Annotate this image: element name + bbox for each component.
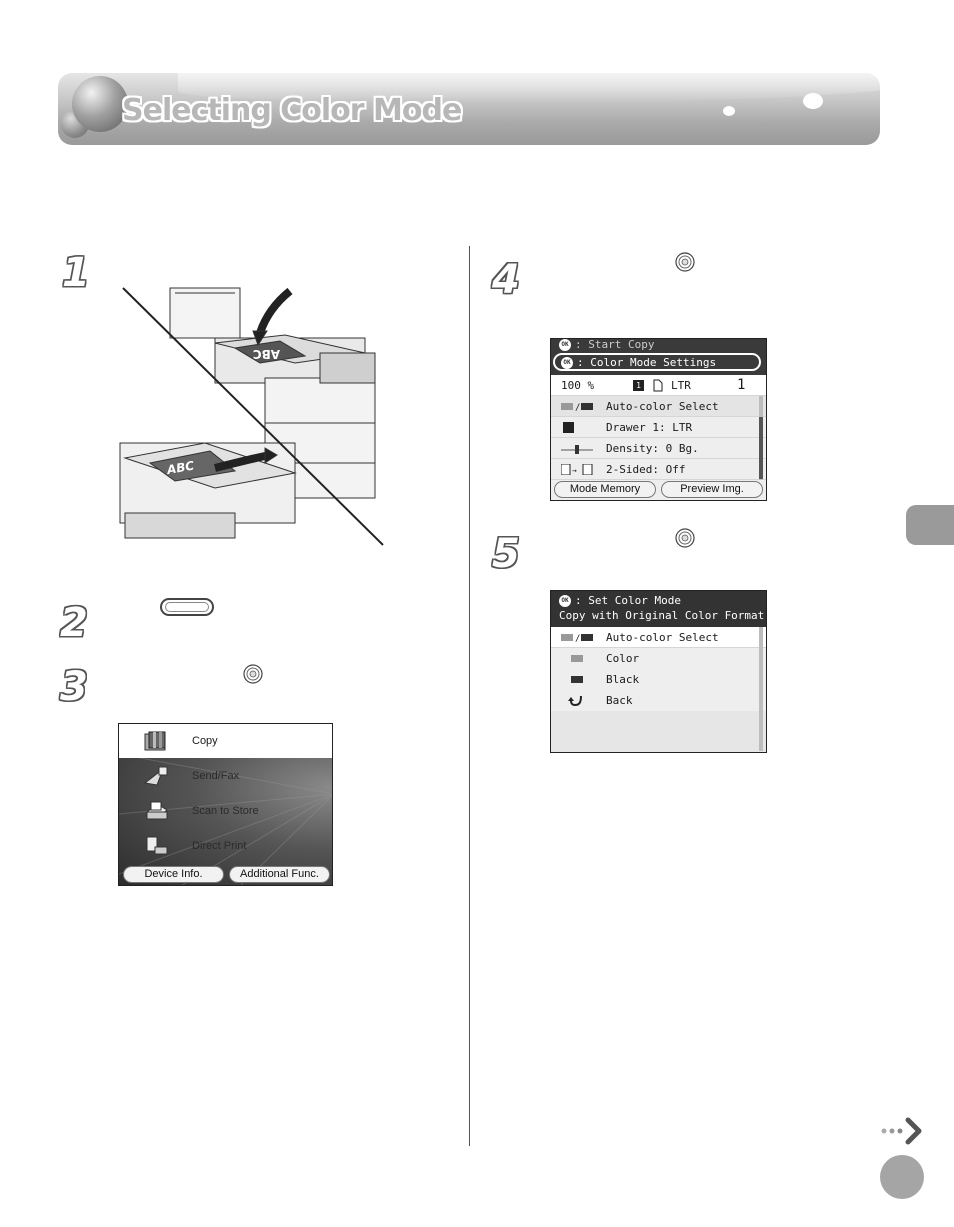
- svg-text:/: /: [575, 634, 580, 643]
- document-placement-illustration: ABC ABC: [119, 287, 384, 546]
- paper-icon: [653, 379, 663, 392]
- color-icon: [571, 655, 583, 662]
- color-mode-screen: OK : Set Color Mode Copy with Original Co…: [550, 590, 767, 753]
- svg-text:/: /: [575, 403, 580, 412]
- copy-count: 1: [737, 377, 746, 393]
- option-label: Auto-color Select: [606, 631, 719, 644]
- start-copy-label: : Start Copy: [575, 338, 655, 351]
- status-row: 100 % 1 LTR 1: [551, 375, 766, 396]
- setting-row[interactable]: Density: 0 Bg.: [551, 438, 766, 459]
- screen-fill: [551, 711, 766, 752]
- setting-label: Drawer 1: LTR: [606, 421, 693, 434]
- scrollbar-thumb[interactable]: [759, 417, 763, 479]
- back-arrow-icon: [568, 695, 582, 706]
- send-fax-icon: [143, 766, 168, 786]
- menu-item-direct-print[interactable]: Direct Print: [119, 829, 332, 863]
- option-label: Black: [606, 673, 640, 686]
- two-sided-icon: →: [561, 464, 593, 475]
- column-divider: [469, 246, 470, 1146]
- color-mode-description: Copy with Original Color Format: [559, 609, 765, 622]
- menu-item-label: Copy: [192, 735, 218, 747]
- step-number: 2: [60, 600, 88, 646]
- setting-row[interactable]: → 2-Sided: Off: [551, 459, 766, 480]
- scan-to-store-icon: [146, 801, 168, 820]
- main-menu-screen: Copy Send/Fax Scan to Store Direct Print…: [118, 723, 333, 886]
- start-copy-hint: OK : Start Copy: [559, 338, 655, 351]
- set-color-mode-label: : Set Color Mode: [575, 594, 681, 607]
- color-mode-icon: /: [561, 403, 593, 412]
- color-mode-header: OK : Set Color Mode Copy with Original Co…: [551, 591, 766, 627]
- step-number: 4: [492, 257, 520, 303]
- setting-row[interactable]: Drawer 1: LTR: [551, 417, 766, 438]
- title-sheen: [178, 73, 880, 103]
- density-icon: [561, 445, 593, 454]
- ok-badge-icon: OK: [561, 357, 573, 369]
- mode-memory-button[interactable]: Mode Memory: [554, 481, 656, 498]
- setting-label: 2-Sided: Off: [606, 463, 686, 476]
- copy-screen-header: OK: Start Copy OK: Color Mode Settings: [551, 339, 766, 375]
- menu-item-label: Send/Fax: [192, 770, 240, 782]
- ok-key-icon: [675, 252, 695, 272]
- drawer-icon: [563, 422, 574, 433]
- step-number: 5: [492, 531, 520, 577]
- step-number: 3: [60, 664, 88, 710]
- svg-text:ABC: ABC: [253, 347, 280, 361]
- setting-label: Auto-color Select: [606, 400, 719, 413]
- option-label: Color: [606, 652, 640, 665]
- next-page-arrow-icon: [881, 1117, 922, 1145]
- preview-img-button[interactable]: Preview Img.: [661, 481, 763, 498]
- menu-item-send-fax[interactable]: Send/Fax: [119, 759, 332, 793]
- step-number: 1: [62, 250, 90, 296]
- menu-item-copy[interactable]: Copy: [119, 724, 332, 758]
- paper-size: LTR: [671, 379, 691, 392]
- decor-sphere: [72, 76, 128, 132]
- color-option[interactable]: / Auto-color Select: [551, 627, 766, 648]
- additional-func-button[interactable]: Additional Func.: [229, 866, 330, 883]
- page-title: Selecting Color Mode: [122, 93, 462, 128]
- scrollbar[interactable]: [759, 627, 763, 751]
- copy-icon: [144, 731, 166, 751]
- ok-badge-icon: OK: [559, 339, 571, 351]
- ok-key-icon: [243, 664, 263, 684]
- main-menu-key-icon: [160, 598, 214, 616]
- decor-dot: [803, 93, 823, 109]
- decor-dot: [723, 106, 735, 116]
- color-mode-settings-item[interactable]: OK : Color Mode Settings: [553, 353, 761, 371]
- auto-color-icon: /: [561, 634, 593, 643]
- ok-key-icon: [675, 528, 695, 548]
- copy-screen: OK: Start Copy OK: Color Mode Settings 1…: [550, 338, 767, 501]
- setting-row[interactable]: / Auto-color Select: [551, 396, 766, 417]
- chapter-tab: [906, 505, 954, 545]
- option-label: Back: [606, 694, 633, 707]
- device-info-button[interactable]: Device Info.: [123, 866, 224, 883]
- direct-print-icon: [146, 836, 168, 855]
- drawer-badge: 1: [633, 380, 644, 391]
- zoom-ratio: 100 %: [561, 379, 595, 392]
- menu-item-label: Scan to Store: [192, 805, 259, 817]
- menu-item-scan-to-store[interactable]: Scan to Store: [119, 794, 332, 828]
- color-option[interactable]: Back: [551, 690, 766, 711]
- color-option[interactable]: Black: [551, 669, 766, 690]
- black-icon: [571, 676, 583, 683]
- page-number-circle: [880, 1155, 924, 1199]
- ok-badge-icon: OK: [559, 595, 571, 607]
- menu-item-label: Direct Print: [192, 840, 247, 852]
- svg-text:→: →: [572, 466, 577, 475]
- color-mode-settings-label: : Color Mode Settings: [577, 356, 717, 369]
- svg-text:ABC: ABC: [165, 458, 195, 477]
- setting-label: Density: 0 Bg.: [606, 442, 699, 455]
- title-banner: [58, 73, 880, 145]
- color-option[interactable]: Color: [551, 648, 766, 669]
